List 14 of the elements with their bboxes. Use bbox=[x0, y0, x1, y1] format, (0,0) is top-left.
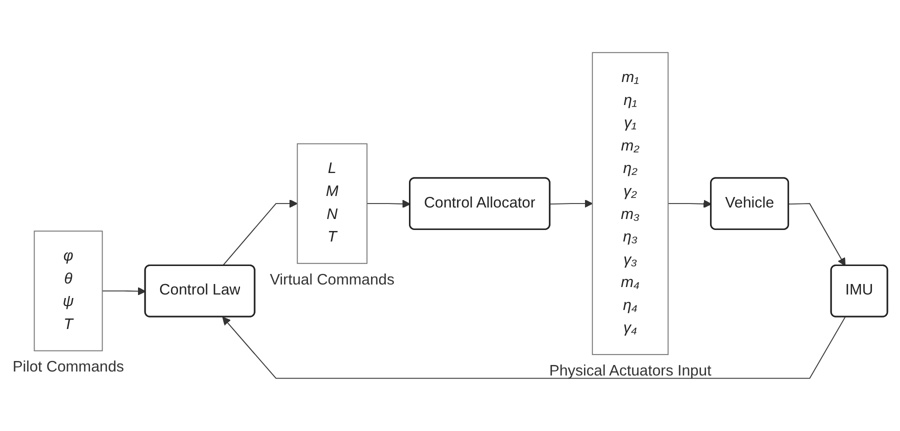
node-caption: Physical Actuators Input bbox=[549, 362, 712, 379]
node-box bbox=[592, 52, 669, 355]
node-caption: Virtual Commands bbox=[270, 270, 394, 288]
arrow bbox=[788, 202, 846, 266]
node-box bbox=[34, 230, 103, 351]
arrow bbox=[102, 286, 146, 295]
arrow bbox=[668, 199, 712, 208]
block-diagram: φ θ ψ T Control Law L M N T Control Allocator m₁ η₁ γ₁ m₂ η₂ γ₂ m₃ η₃ γ₃ m₄ η₄ γ₄ Vehicle IMU Pilot Commands Virtual Commands Physical Actuators Input bbox=[5, 44, 895, 386]
arrow bbox=[366, 199, 411, 208]
arrow bbox=[222, 198, 298, 266]
node-box bbox=[296, 142, 368, 264]
arrow bbox=[550, 198, 593, 208]
arrow bbox=[222, 316, 846, 378]
node-caption: Pilot Commands bbox=[12, 358, 124, 376]
